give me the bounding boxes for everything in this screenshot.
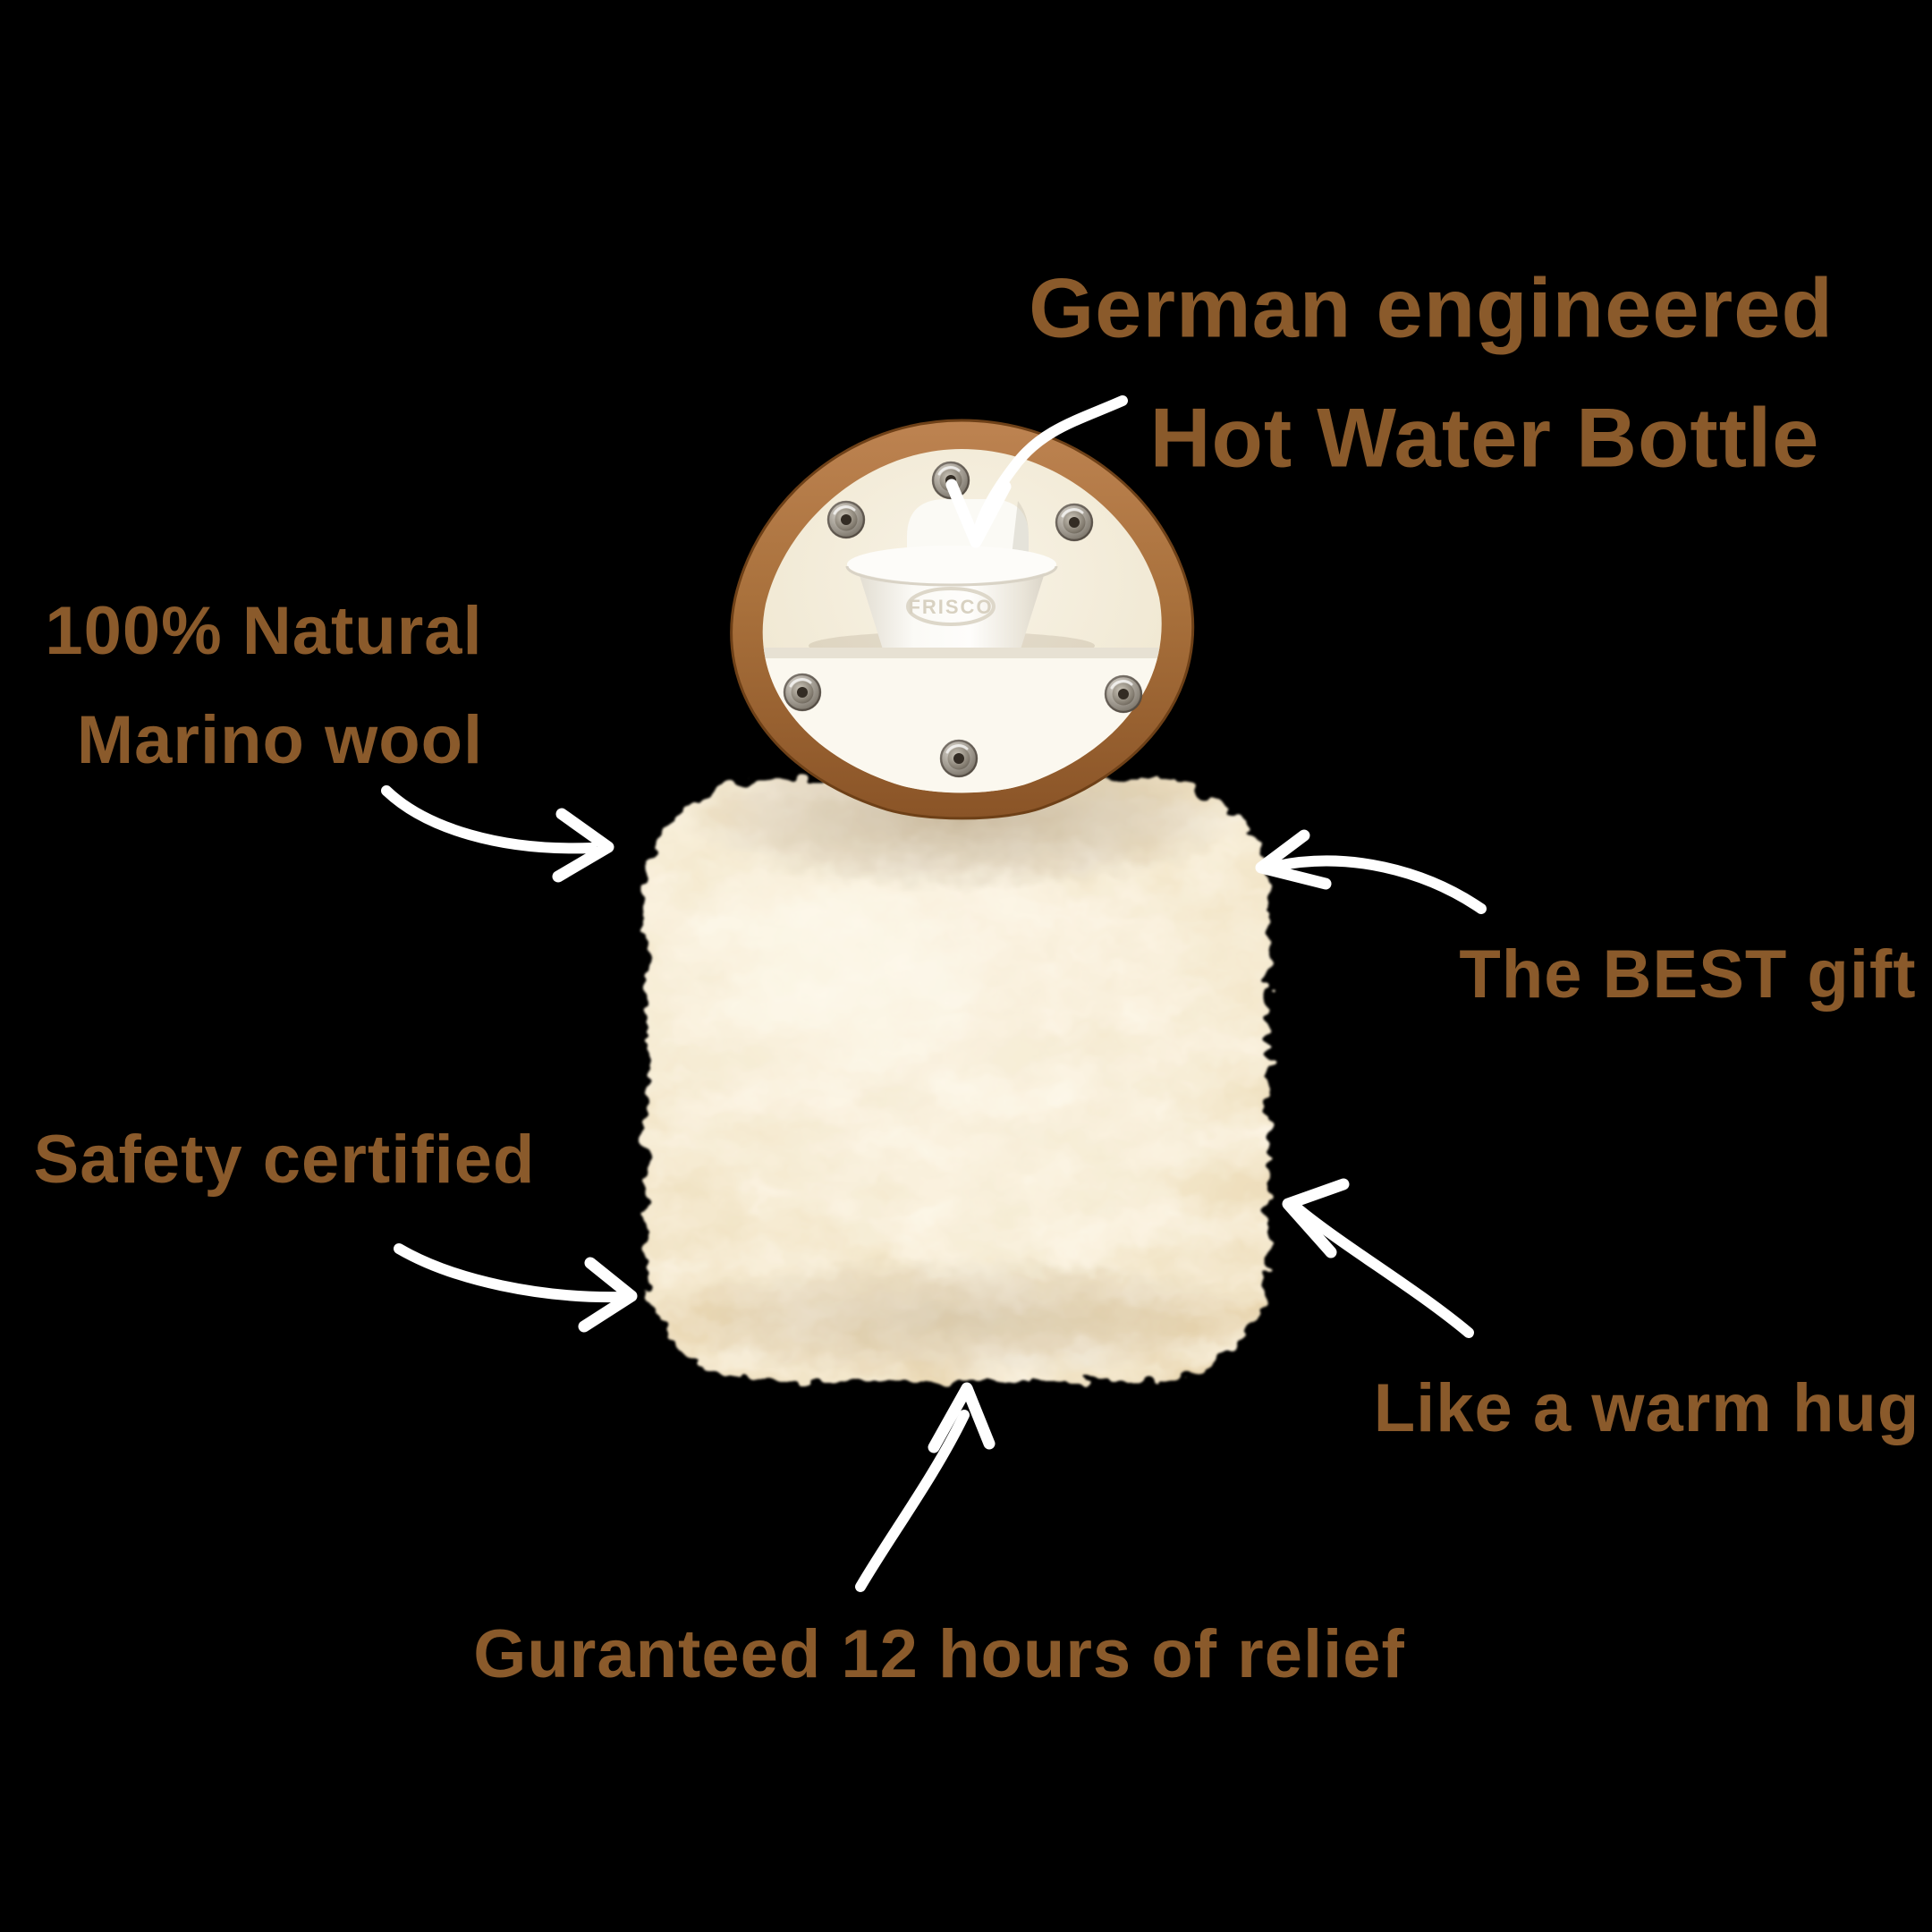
snap-button — [1054, 502, 1095, 543]
label-natural-wool-line1: 100% Natural — [45, 593, 483, 670]
curved-arrow-to-bottom — [855, 1382, 996, 1592]
label-warm-hug: Like a warm hug — [1373, 1370, 1920, 1447]
curved-arrow-to-left-side — [394, 1243, 638, 1333]
bottle-stopper: FRISCO — [845, 499, 1058, 649]
label-safety-certified: Safety certified — [33, 1122, 536, 1199]
snap-button — [826, 499, 867, 540]
emboss-logo: FRISCO — [906, 587, 996, 626]
product-image: FRISCO — [646, 419, 1268, 1381]
curved-arrow-to-right-side — [1282, 1178, 1474, 1338]
snap-button — [938, 738, 979, 779]
emboss-text: FRISCO — [908, 596, 993, 618]
curved-arrow-to-stopper — [945, 395, 1128, 548]
snap-button — [1103, 674, 1144, 715]
curved-arrow-to-right-shoulder — [1255, 829, 1487, 914]
label-natural-wool-line2: Marino wool — [76, 702, 484, 779]
snap-button — [782, 672, 823, 713]
label-german-engineered-line2: Hot Water Bottle — [1149, 390, 1820, 485]
label-guaranteed-relief: Guranteed 12 hours of relief — [473, 1616, 1405, 1693]
label-best-gift: The BEST gift — [1459, 936, 1917, 1013]
label-german-engineered-line1: German engineered — [1029, 260, 1834, 355]
flap: FRISCO — [730, 419, 1195, 820]
curved-arrow-to-left-shoulder — [381, 785, 614, 883]
wool-cover-body — [646, 780, 1268, 1381]
